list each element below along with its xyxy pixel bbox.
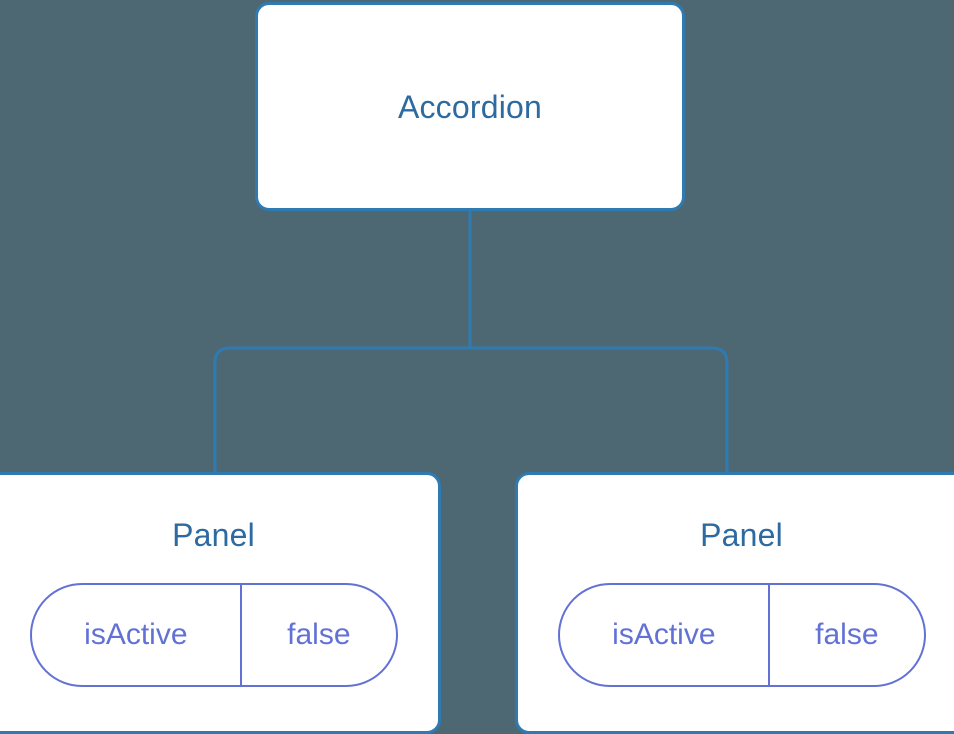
node-title-panel-0: Panel [172,517,255,553]
prop-value-0: false [287,618,351,651]
prop-pill-is-active-1[interactable]: isActive false [557,583,926,687]
connector-branch-right [470,346,729,476]
prop-key-0: isActive [32,585,243,685]
prop-pill-is-active-0[interactable]: isActive false [29,583,398,687]
node-title-accordion: Accordion [397,88,543,125]
node-title-panel-1: Panel [700,517,783,553]
node-panel-1[interactable]: Panel isActive false [515,472,954,734]
prop-key-1: isActive [560,585,771,685]
connector-branch-left [213,346,470,476]
node-panel-0[interactable]: Panel isActive false [0,472,441,734]
prop-value-1: false [815,618,879,651]
node-accordion[interactable]: Accordion [255,2,685,211]
